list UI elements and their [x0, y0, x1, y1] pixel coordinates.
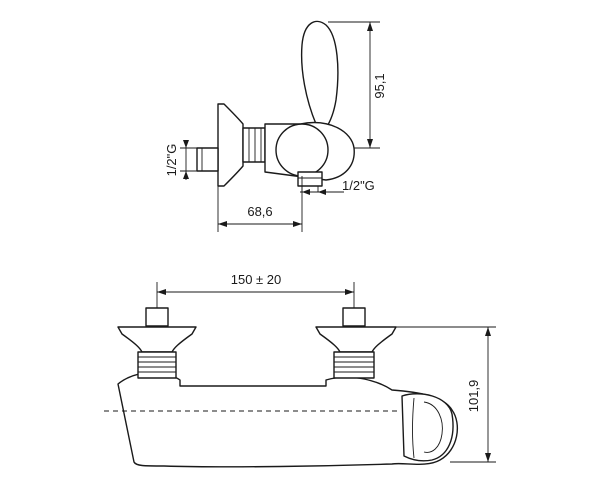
dim-side-depth: 68,6: [217, 176, 303, 232]
lever-handle: [300, 20, 339, 129]
side-view: [196, 20, 355, 192]
front-body: [117, 372, 459, 468]
label-side-thread: 1/2"G: [164, 144, 179, 177]
inlet-pipe: [196, 147, 219, 172]
label-center-distance: 150 ± 20: [231, 272, 282, 287]
label-front-height: 101,9: [466, 380, 481, 413]
dim-front-height: 101,9: [396, 326, 496, 463]
dim-handle-height: 95,1: [328, 21, 387, 149]
outlet-spout: [297, 171, 323, 187]
right-connector: [315, 307, 397, 379]
dim-center-distance: 150 ± 20: [156, 272, 355, 308]
threaded-nut: [242, 127, 266, 163]
label-outlet-thread: 1/2"G: [342, 178, 375, 193]
wall-rosette: [217, 103, 244, 187]
label-handle-height: 95,1: [372, 73, 387, 98]
label-side-depth: 68,6: [247, 204, 272, 219]
dim-outlet-thread: 1/2"G: [300, 178, 375, 195]
end-cap: [401, 393, 454, 462]
dim-side-thread: 1/2"G: [164, 140, 197, 180]
left-connector: [117, 307, 197, 379]
front-view: [104, 307, 459, 468]
cartridge-circle: [275, 123, 329, 177]
